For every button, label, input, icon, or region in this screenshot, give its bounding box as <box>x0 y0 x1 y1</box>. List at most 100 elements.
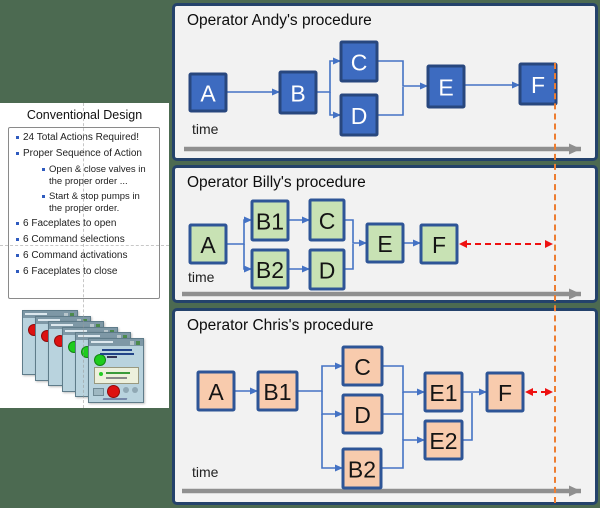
step-node-chris-E2: E2 <box>423 419 464 461</box>
connector-line <box>377 87 404 116</box>
faceplate-titlebar <box>36 317 90 324</box>
conventional-design-title: Conventional Design <box>26 108 143 122</box>
faceplate-window <box>88 338 144 403</box>
panel-title-billy: Operator Billy's procedure <box>187 174 366 191</box>
step-node-label: A <box>200 81 216 107</box>
indicator-label <box>107 356 117 358</box>
deadline-marker-line <box>554 63 556 503</box>
list-item: Open & close valves in the proper order … <box>9 164 157 187</box>
vertical-guide-line <box>83 103 84 408</box>
step-node-label: D <box>319 258 336 284</box>
horizontal-guide-line <box>0 245 169 246</box>
faceplate-titlebar <box>89 339 143 346</box>
step-node-billy-C: C <box>308 198 346 242</box>
connector-line <box>329 92 341 119</box>
step-node-label: C <box>354 354 371 380</box>
faceplate-titlebar <box>76 333 130 340</box>
conventional-design-list-box: 24 Total Actions Required! Proper Sequen… <box>8 127 160 299</box>
list-item: 6 Faceplates to open <box>9 218 157 230</box>
time-axis-label: time <box>188 269 215 285</box>
panel-title-andy: Operator Andy's procedure <box>187 12 372 29</box>
faceplate-control <box>123 387 129 393</box>
step-node-billy-B1: B1 <box>250 199 290 242</box>
step-node-label: B2 <box>348 457 376 483</box>
step-node-chris-B1: B1 <box>256 370 299 412</box>
step-node-chris-B2: B2 <box>341 447 383 490</box>
step-node-andy-C: C <box>339 40 379 83</box>
step-node-chris-C: C <box>341 345 384 387</box>
step-node-label: B1 <box>263 379 291 405</box>
step-node-label: F <box>498 380 512 406</box>
step-node-chris-F: F <box>485 371 525 413</box>
time-axis-label: time <box>192 464 219 480</box>
connector-line <box>321 391 343 418</box>
faceplate-state-box <box>94 367 139 384</box>
step-node-chris-D: D <box>341 393 384 435</box>
step-node-label: C <box>351 50 368 76</box>
connector-line <box>382 365 425 396</box>
faceplate-control <box>132 387 138 393</box>
step-node-label: E2 <box>429 428 457 454</box>
conventional-design-panel: Conventional Design 24 Total Actions Req… <box>0 103 169 408</box>
step-node-label: E1 <box>429 380 457 406</box>
faceplate-footnote <box>102 398 128 400</box>
step-node-label: D <box>351 103 368 129</box>
list-item: 24 Total Actions Required! <box>9 132 157 144</box>
step-node-billy-F: F <box>419 223 459 265</box>
step-node-label: E <box>438 75 453 101</box>
faceplate-stack-image <box>22 310 146 405</box>
step-node-billy-A: A <box>188 223 228 265</box>
connector-line <box>381 436 425 469</box>
step-node-andy-A: A <box>188 72 228 113</box>
step-node-chris-E1: E1 <box>423 371 464 413</box>
list-item: Start & stop pumps in the proper order. <box>9 191 157 214</box>
step-node-andy-D: D <box>339 93 379 137</box>
faceplate-titlebar <box>49 322 103 329</box>
step-node-label: B2 <box>256 257 284 283</box>
step-node-label: B <box>290 81 305 107</box>
stop-indicator <box>107 385 120 398</box>
conventional-design-list: 24 Total Actions Required! Proper Sequen… <box>9 132 159 278</box>
connector-line <box>297 362 343 392</box>
step-node-andy-B: B <box>278 70 318 115</box>
connector-line <box>344 244 354 270</box>
step-node-label: A <box>200 232 216 258</box>
step-node-billy-B2: B2 <box>250 248 290 290</box>
list-item: 6 Command activations <box>9 250 157 262</box>
delay-double-arrow <box>525 388 553 396</box>
step-node-label: A <box>208 379 224 405</box>
connector-line <box>462 393 473 441</box>
step-node-label: D <box>354 402 371 428</box>
list-item: Proper Sequence of Action <box>9 148 157 160</box>
faceplate-button <box>93 388 104 396</box>
step-node-label: C <box>319 208 336 234</box>
delay-double-arrow <box>459 240 553 248</box>
status-indicator <box>94 354 106 366</box>
step-node-label: B1 <box>256 209 284 235</box>
step-node-label: F <box>432 232 446 258</box>
step-node-billy-E: E <box>365 222 405 264</box>
faceplate-titlebar <box>23 311 77 318</box>
step-node-chris-A: A <box>196 370 236 412</box>
connector-line <box>377 60 428 90</box>
panel-title-chris: Operator Chris's procedure <box>187 317 374 334</box>
connector-line <box>243 244 252 273</box>
started-dot <box>99 372 103 376</box>
faceplate-heading <box>102 349 132 351</box>
step-node-billy-D: D <box>308 248 346 291</box>
connector-line <box>344 219 367 247</box>
faceplate-titlebar <box>63 328 117 335</box>
list-item: 6 Command selections <box>9 234 157 246</box>
faceplate-heading <box>100 353 134 355</box>
connector-line <box>321 414 343 472</box>
connector-line <box>226 216 252 245</box>
list-item: 6 Faceplates to close <box>9 266 157 278</box>
step-node-andy-E: E <box>426 64 466 109</box>
